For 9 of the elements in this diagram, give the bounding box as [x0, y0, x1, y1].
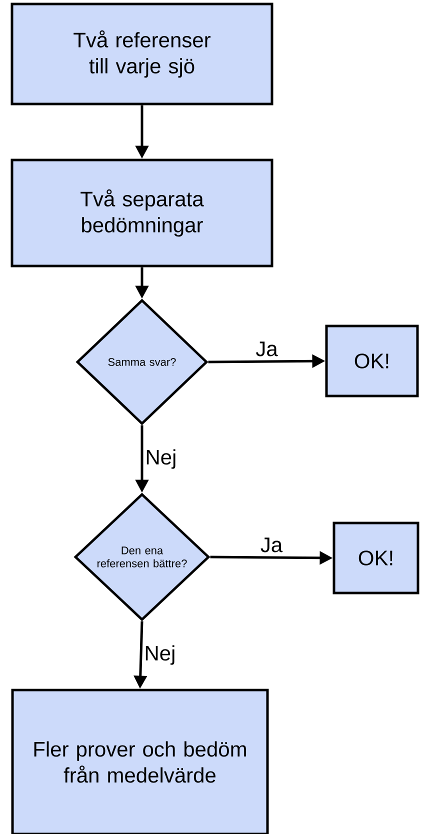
edge-label: Nej — [146, 449, 176, 469]
edge-label: Nej — [146, 645, 174, 665]
process-box: Två referenser till varje sjö — [10, 2, 274, 106]
process-box: OK! — [332, 522, 420, 594]
edge-label: Ja — [260, 538, 283, 552]
process-box: OK! — [325, 324, 419, 398]
process-box: Fler prover och bedöm från medelvärde — [11, 688, 269, 834]
process-box: Två separata bedömningar — [10, 158, 274, 268]
edge-label: Ja — [256, 342, 278, 356]
